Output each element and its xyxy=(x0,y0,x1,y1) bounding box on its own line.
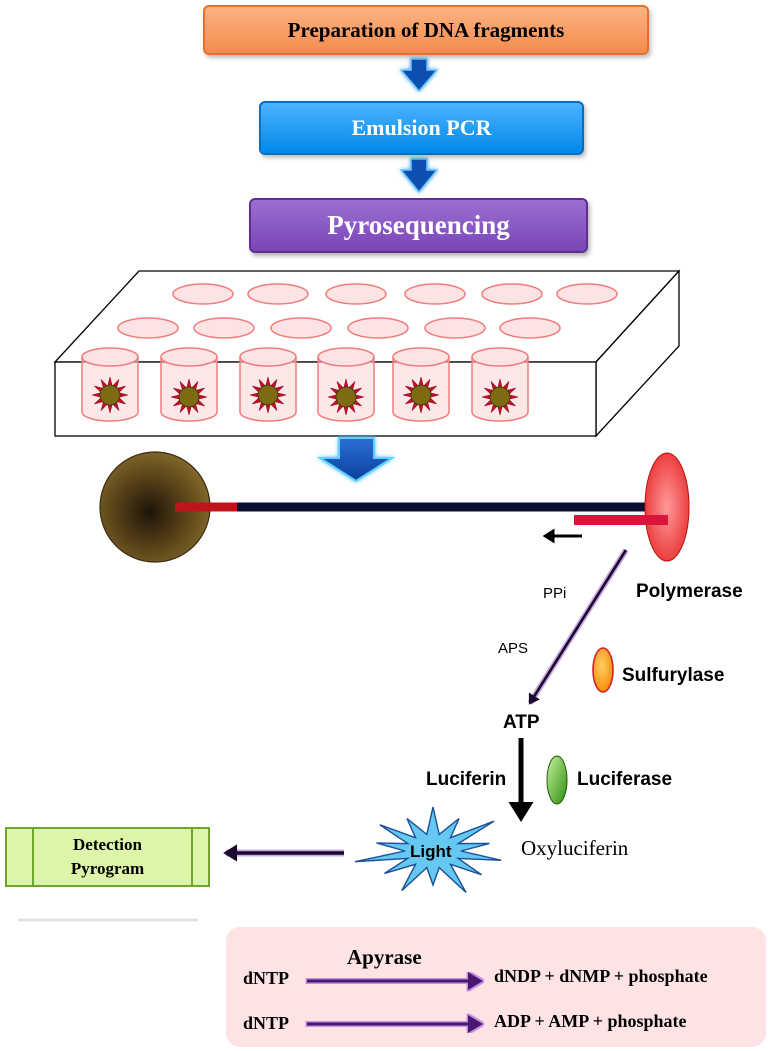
sulfurylase-label: Sulfurylase xyxy=(622,665,725,686)
polymerase-label: Polymerase xyxy=(636,581,743,602)
step-arrow-2 xyxy=(399,158,439,194)
oxyluciferin-label: Oxyluciferin xyxy=(521,836,629,860)
step-pyrosequencing-box: Pyrosequencing xyxy=(249,198,588,253)
light-label: Light xyxy=(410,842,452,861)
large-down-arrow xyxy=(316,437,396,483)
light-star xyxy=(354,806,502,893)
ppi-label: PPi xyxy=(543,585,567,602)
detection-label: Detection xyxy=(73,835,142,854)
plate-wells-front-row xyxy=(81,347,529,422)
well-bead-1 xyxy=(99,384,121,406)
luciferase-enzyme xyxy=(546,755,568,805)
reaction-1-products: dNDP + dNMP + phosphate xyxy=(494,966,708,986)
picotiter-plate xyxy=(53,269,681,438)
well-4 xyxy=(317,347,375,422)
plate-wells-back-row xyxy=(172,283,618,305)
step-emulsion-pcr-label: Emulsion PCR xyxy=(351,115,492,140)
reaction-2-products: ADP + AMP + phosphate xyxy=(494,1011,687,1031)
luciferase-label: Luciferase xyxy=(577,769,673,790)
well-2 xyxy=(160,347,218,422)
step-preparation-box: Preparation of DNA fragments xyxy=(203,5,649,55)
well-5 xyxy=(392,347,450,422)
well-1 xyxy=(81,347,139,422)
step-emulsion-pcr-box: Emulsion PCR xyxy=(259,101,584,155)
well-bead-2 xyxy=(178,386,200,408)
well-3 xyxy=(239,347,297,422)
apyrase-title: Apyrase xyxy=(347,945,422,969)
apyrase-panel xyxy=(226,927,766,1047)
polymerase-enzyme xyxy=(644,452,690,562)
atp-label: ATP xyxy=(503,712,540,733)
plate-wells-middle-row xyxy=(117,317,561,339)
reaction-1-substrate: dNTP xyxy=(243,968,290,988)
pyrogram-label: Pyrogram xyxy=(70,859,145,878)
aps-label: APS xyxy=(498,640,529,657)
detection-pyrogram-box: Detection Pyrogram xyxy=(5,827,210,887)
well-bead-4 xyxy=(335,386,357,408)
step-preparation-label: Preparation of DNA fragments xyxy=(287,17,565,42)
step-pyrosequencing-label: Pyrosequencing xyxy=(327,210,510,240)
reaction-2-substrate: dNTP xyxy=(243,1013,290,1033)
step-arrow-1 xyxy=(399,58,439,93)
luciferin-label: Luciferin xyxy=(426,769,507,790)
well-bead-6 xyxy=(489,386,511,408)
well-bead-3 xyxy=(257,384,279,406)
well-6 xyxy=(471,347,529,422)
sulfurylase-enzyme xyxy=(592,647,614,693)
primer xyxy=(574,515,668,525)
well-bead-5 xyxy=(410,384,432,406)
